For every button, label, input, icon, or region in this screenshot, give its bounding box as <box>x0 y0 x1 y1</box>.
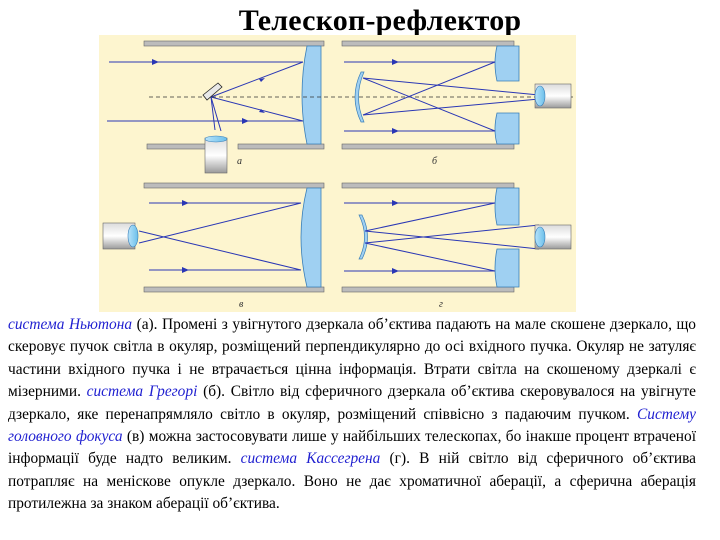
panel-gregory: б <box>341 40 572 167</box>
eyepiece-lens <box>204 135 228 143</box>
eyepiece-lens <box>534 226 546 248</box>
text-segment: (а). Промені з увігнутого дзеркала об’єк… <box>8 316 696 401</box>
text-segment: (б). Світло від сферичного дзеркала об’є… <box>8 383 696 423</box>
panel-prime-focus: в <box>102 182 325 310</box>
page-title: Телескоп-рефлектор <box>238 4 522 37</box>
keyword-gregory: система Грегорі <box>86 383 198 401</box>
label-b: б <box>432 156 438 167</box>
tube-wall <box>143 286 325 293</box>
tube-wall <box>146 143 215 150</box>
keyword-newton: система Ньютона <box>8 316 133 333</box>
primary-mirror-top <box>494 187 520 226</box>
tube-wall <box>341 182 515 189</box>
secondary-mirror <box>358 214 368 260</box>
eyepiece-lens <box>127 224 139 248</box>
primary-mirror-top <box>494 45 520 82</box>
label-a: а <box>237 156 242 167</box>
primary-mirror <box>301 45 322 145</box>
description-paragraph: система Ньютона (а). Промені з увігнутог… <box>8 314 696 516</box>
telescope-diagram: а б в <box>99 35 576 312</box>
tube-wall <box>237 143 325 150</box>
primary-mirror-bottom <box>494 248 520 288</box>
tube-wall <box>341 40 515 47</box>
tube-wall <box>341 143 515 150</box>
label-c: в <box>239 299 244 310</box>
primary-mirror-bottom <box>494 112 520 145</box>
tube-wall <box>341 286 515 293</box>
panel-newton: а <box>107 40 576 174</box>
text-segment: (г). В ній світло від сферичного об’єкти… <box>8 450 697 513</box>
secondary-mirror <box>354 71 365 123</box>
text-segment: (в) можна застосовувати лише у найбільши… <box>8 428 696 468</box>
tube-wall <box>143 40 325 47</box>
eyepiece-lens <box>534 85 546 107</box>
primary-mirror <box>300 187 322 288</box>
diagonal-mirror <box>202 82 223 101</box>
label-d: г <box>439 299 443 310</box>
keyword-prime-focus: Систему головного фокуса <box>8 405 696 446</box>
panel-cassegrain: г <box>341 182 572 310</box>
eyepiece <box>204 137 228 174</box>
keyword-cassegrain: система Кассегрена <box>240 450 381 468</box>
tube-wall <box>143 182 325 189</box>
